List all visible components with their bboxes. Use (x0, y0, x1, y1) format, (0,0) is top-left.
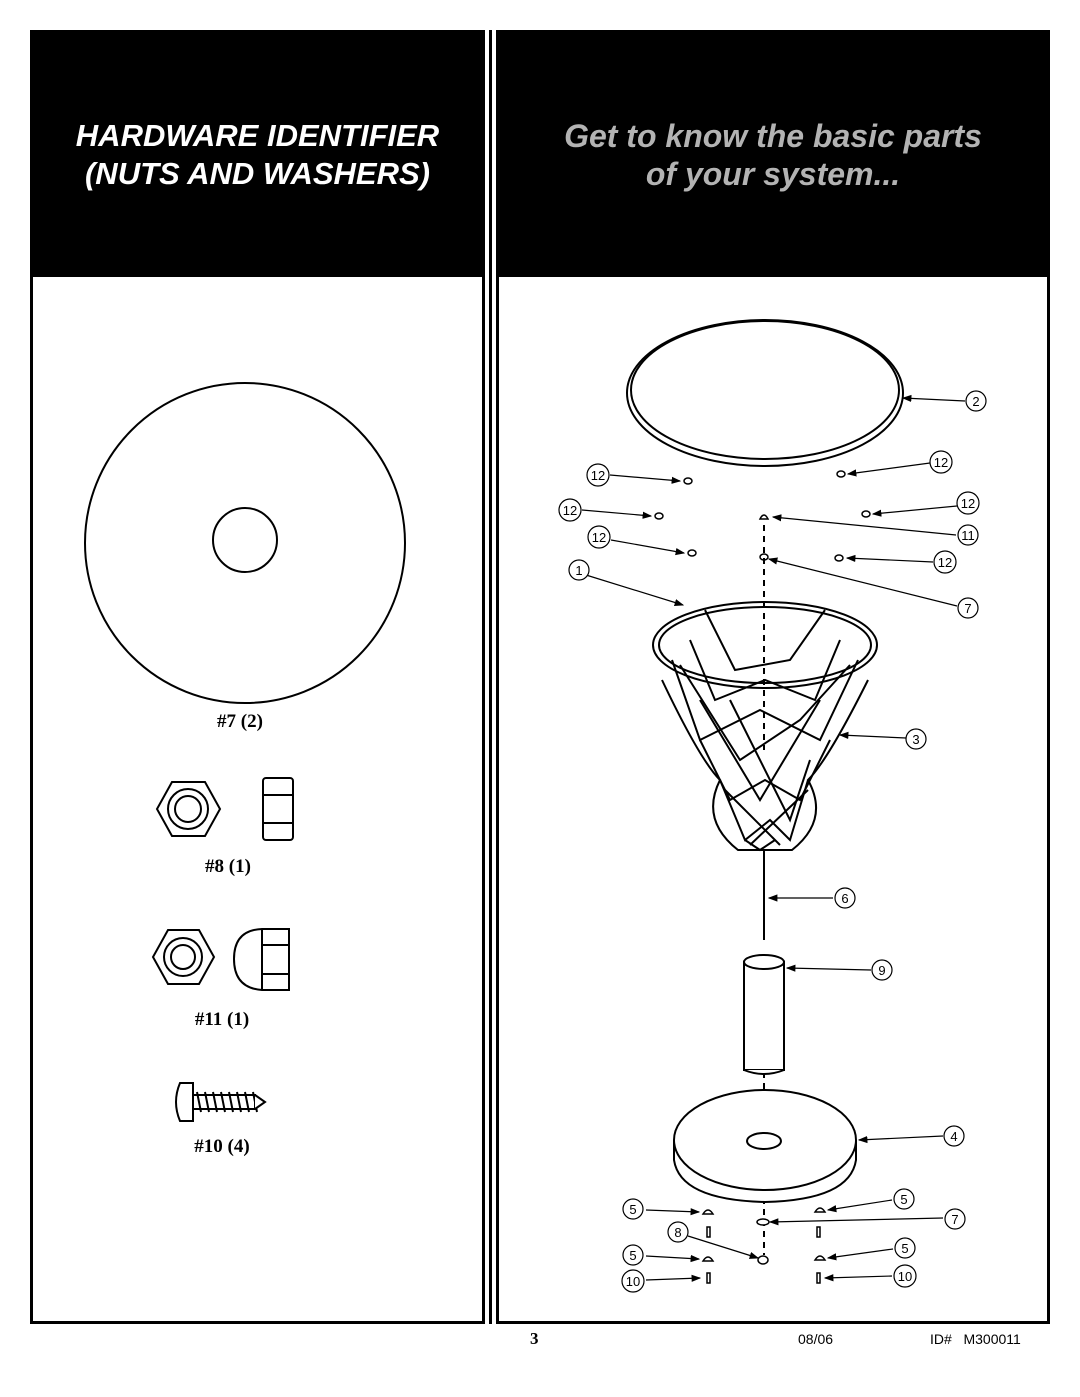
hardware-label-7: #7 (2) (217, 711, 263, 732)
callout-5: 5 (629, 1202, 636, 1217)
callout-12: 12 (591, 468, 605, 483)
hex-nut-icon (155, 777, 294, 841)
callout-5: 5 (900, 1192, 907, 1207)
page-number: 3 (530, 1329, 539, 1348)
callout-8: 8 (674, 1225, 681, 1240)
left-header: HARDWARE IDENTIFIER (NUTS AND WASHERS) (33, 33, 482, 277)
right-header: Get to know the basic parts of your syst… (499, 33, 1047, 277)
backboard-part (626, 319, 904, 467)
callout-12: 12 (934, 455, 948, 470)
bumper-parts (654, 470, 871, 562)
callout-5: 5 (629, 1248, 636, 1263)
callout-1: 1 (575, 563, 582, 578)
callout-12: 12 (563, 503, 577, 518)
callout-5: 5 (901, 1241, 908, 1256)
hardware-identifier-panel: HARDWARE IDENTIFIER (NUTS AND WASHERS) (30, 30, 485, 1324)
callout-7: 7 (964, 601, 971, 616)
hardware-label-8: #8 (1) (205, 856, 251, 877)
cap-nut-icon (151, 928, 290, 991)
part-callout-labels: 2 12 12 12 12 11 12 12 1 7 3 6 9 4 5 5 7… (563, 394, 980, 1289)
base-part (673, 1089, 857, 1204)
callout-6: 6 (841, 891, 848, 906)
hardware-label-11: #11 (1) (194, 1009, 250, 1030)
callout-9: 9 (878, 963, 885, 978)
callout-4: 4 (950, 1129, 957, 1144)
hardware-label-10: #10 (4) (194, 1136, 250, 1157)
part-callouts (558, 390, 987, 1293)
callout-7: 7 (951, 1212, 958, 1227)
washer-icon (84, 382, 406, 704)
callout-3: 3 (912, 732, 919, 747)
callout-12: 12 (961, 496, 975, 511)
callout-10: 10 (898, 1269, 912, 1284)
callout-10: 10 (626, 1274, 640, 1289)
leader-lines (581, 394, 966, 1282)
callout-12: 12 (592, 530, 606, 545)
left-header-line2: (NUTS AND WASHERS) (84, 156, 430, 191)
screw-icon (175, 1082, 267, 1122)
right-header-line2: of your system... (645, 156, 901, 192)
panel-divider (489, 30, 492, 1324)
footer-date: 08/06 (798, 1331, 834, 1347)
callout-11: 11 (961, 528, 975, 543)
hoop-and-net-part (652, 601, 878, 940)
base-hardware (701, 1207, 827, 1284)
post-part (743, 954, 785, 1075)
callout-12: 12 (938, 555, 952, 570)
left-header-line1: HARDWARE IDENTIFIER (75, 118, 440, 153)
footer-document-id: ID# M300011 (930, 1331, 1021, 1347)
callout-2: 2 (972, 394, 979, 409)
right-header-line1: Get to know the basic parts (564, 118, 982, 154)
